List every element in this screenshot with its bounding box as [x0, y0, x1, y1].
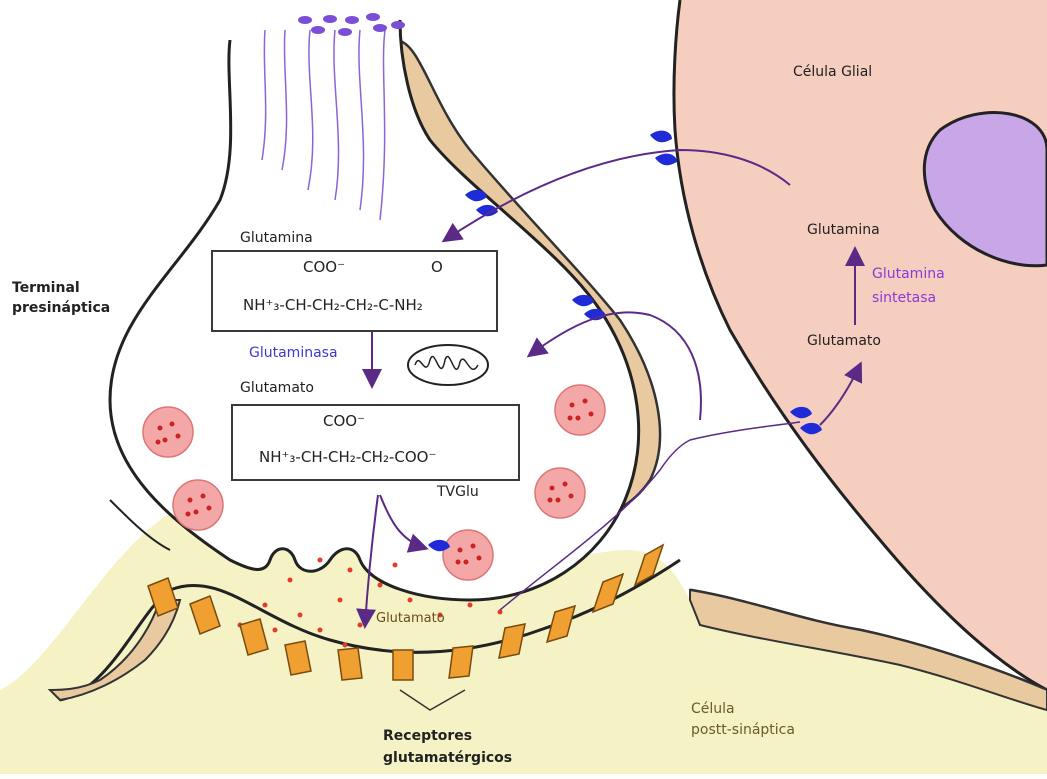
glutamato-cleft-label: Glutamato	[376, 611, 445, 626]
glutamina-coo: COO⁻	[303, 258, 345, 276]
dot	[391, 21, 405, 29]
dot	[311, 26, 325, 34]
glutamato-box: COO⁻ NH⁺₃-CH-CH₂-CH₂-COO⁻	[231, 404, 520, 481]
dot	[373, 24, 387, 32]
terminal-presinaptica-label-1: Terminal	[12, 280, 80, 296]
glutamina-top-label: Glutamina	[240, 230, 313, 246]
tvglu-label: TVGlu	[437, 484, 479, 500]
vesicle	[173, 480, 223, 530]
terminal-presinaptica-label-2: presináptica	[12, 300, 110, 316]
glutamina-chain: NH⁺₃-CH-CH₂-CH₂-C-NH₂	[243, 296, 423, 314]
vesicle	[555, 385, 605, 435]
dot	[338, 28, 352, 36]
mitochondrion	[408, 345, 488, 385]
glial-glutamato-label: Glutamato	[807, 333, 881, 349]
glutaminasa-label: Glutaminasa	[249, 345, 338, 361]
glial-glutamina-label: Glutamina	[807, 222, 880, 238]
glutamato-chain: NH⁺₃-CH-CH₂-CH₂-COO⁻	[259, 448, 436, 466]
glutamina-o: O	[431, 258, 443, 276]
celula-post-label-2: postt-sináptica	[691, 722, 795, 738]
vesicle	[535, 468, 585, 518]
dot	[366, 13, 380, 21]
receptores-label-1: Receptores	[383, 728, 472, 744]
vesicle	[143, 407, 193, 457]
celula-post-label-1: Célula	[691, 701, 735, 717]
vesicle	[443, 530, 493, 580]
celula-glial-label: Célula Glial	[793, 64, 872, 80]
glutamina-sintetasa-label-1: Glutamina	[872, 266, 945, 282]
glutamina-sintetasa-label-2: sintetasa	[872, 290, 936, 306]
glutamato-top-label: Glutamato	[240, 380, 314, 396]
dot	[345, 16, 359, 24]
dot	[323, 15, 337, 23]
dot	[298, 16, 312, 24]
receptores-label-2: glutamatérgicos	[383, 750, 512, 766]
glutamina-box: COO⁻ O NH⁺₃-CH-CH₂-CH₂-C-NH₂	[211, 250, 498, 332]
glutamato-coo: COO⁻	[323, 412, 365, 430]
